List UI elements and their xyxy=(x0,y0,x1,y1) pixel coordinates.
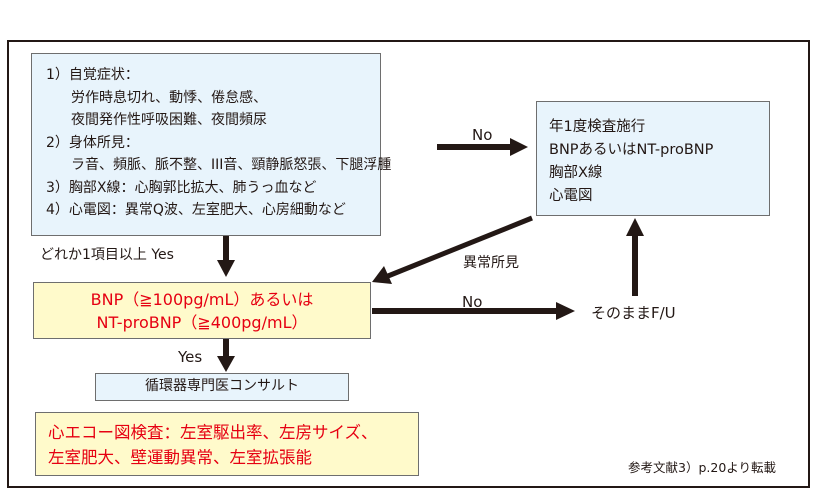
bnp-threshold-line: NT-proBNP（≧400pg/mL） xyxy=(96,313,308,332)
annual-exam-line: 年1度検査施行 xyxy=(549,119,646,135)
symptoms-line: 3）胸部X線：心胸郭比拡大、肺うっ血など xyxy=(46,179,317,196)
cardiology-consult-label: 循環器専門医コンサルト xyxy=(145,378,299,394)
symptoms-line: 夜間発作性呼吸困難、夜間頻尿 xyxy=(71,112,267,128)
symptoms-line: 1）自覚症状： xyxy=(46,67,139,83)
bnp-threshold-box: BNP（≧100pg/mL）あるいは NT-proBNP（≧400pg/mL） xyxy=(33,282,371,339)
cardiology-consult-box: 循環器専門医コンサルト xyxy=(95,373,349,401)
label-no-middle: No xyxy=(462,293,483,311)
echocardiography-line: 心エコー図検査：左室駆出率、左房サイズ、 xyxy=(48,423,378,442)
label-no-top: No xyxy=(472,126,493,144)
annual-exam-line: BNPあるいはNT-proBNP xyxy=(549,142,714,158)
label-abnormal-finding: 異常所見 xyxy=(463,255,519,271)
symptoms-line: 労作時息切れ、動悸、倦怠感、 xyxy=(71,89,268,106)
symptoms-line: ラ音、頻脈、脈不整、III音、頸静脈怒張、下腿浮腫 xyxy=(71,157,392,173)
label-yes-bottom: Yes xyxy=(178,348,203,366)
echocardiography-box: 心エコー図検査：左室駆出率、左房サイズ、 左室肥大、壁運動異常、左室拡張能 xyxy=(35,412,419,476)
label-follow-up: そのままF/U xyxy=(591,304,676,322)
label-any-item-yes: どれか1項目以上 Yes xyxy=(40,247,174,263)
bnp-threshold-line: BNP（≧100pg/mL）あるいは xyxy=(90,290,314,309)
annual-exam-line: 心電図 xyxy=(549,188,593,204)
symptoms-line: 2）身体所見： xyxy=(46,134,139,151)
reference-note: 参考文献3）p.20より転載 xyxy=(628,460,777,475)
annual-exam-line: 胸部X線 xyxy=(549,165,603,181)
annual-exam-box: 年1度検査施行 BNPあるいはNT-proBNP 胸部X線 心電図 xyxy=(536,101,770,216)
symptoms-line: 4）心電図：異常Q波、左室肥大、心房細動など xyxy=(46,202,346,218)
symptoms-criteria-box: 1）自覚症状： 労作時息切れ、動悸、倦怠感、 夜間発作性呼吸困難、夜間頻尿 2）… xyxy=(31,53,392,236)
echocardiography-line: 左室肥大、壁運動異常、左室拡張能 xyxy=(48,448,312,467)
